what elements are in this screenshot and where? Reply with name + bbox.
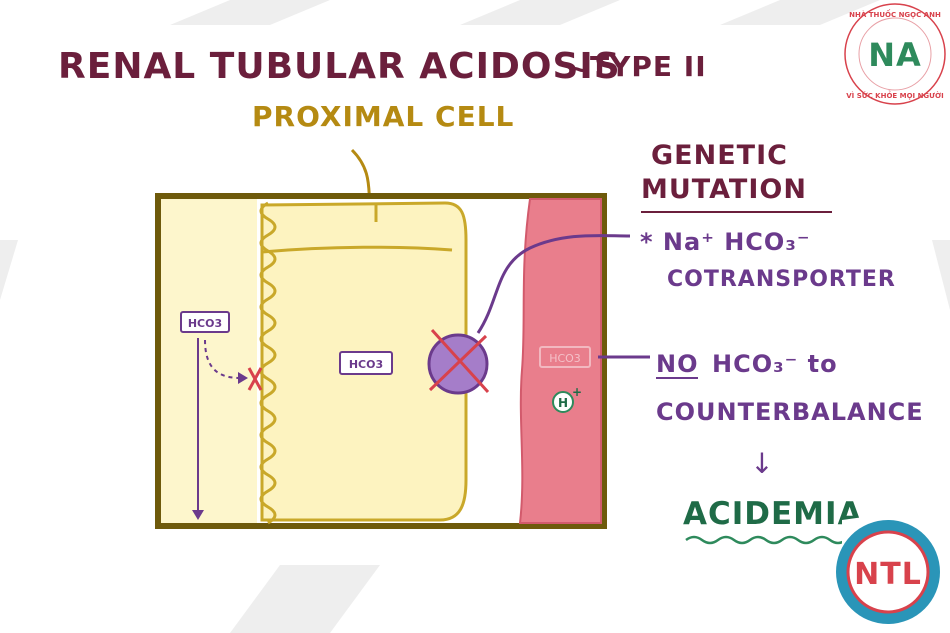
- genetic-header-line1: GENETIC: [651, 140, 788, 171]
- hydrogen-ion-label: H: [558, 396, 568, 410]
- blocked-arrowhead: [238, 372, 248, 384]
- cotransporter-x-mark: [428, 328, 490, 394]
- cotransporter-line2: COTRANSPORTER: [667, 267, 896, 292]
- hydrogen-ion-charge: +: [572, 385, 582, 399]
- logo-bottom-text: VÌ SỨC KHỎE MỌI NGƯỜI: [846, 90, 944, 100]
- logo-top-text: NHÀ THUỐC NGỌC ANH: [849, 9, 941, 19]
- cell-bicarb-box: [339, 351, 393, 375]
- brush-border: [259, 201, 277, 525]
- blocked-x-mark: [247, 367, 263, 391]
- blood-vessel: [518, 198, 602, 524]
- mutation-pointer-line: [476, 234, 631, 334]
- acidemia-squiggle: [685, 535, 847, 545]
- diagram-subtitle: TYPE II: [590, 50, 707, 83]
- down-arrow: ↓: [750, 447, 773, 480]
- logo-letters: NA: [868, 36, 922, 74]
- acidemia-text: ACIDEMIA: [683, 496, 863, 532]
- genetic-header-line2: MUTATION: [641, 174, 807, 205]
- title-separator: ~: [567, 52, 591, 85]
- hydrogen-ion-circle: [552, 391, 574, 413]
- no-word: NO: [656, 350, 699, 378]
- counterbalance-text: COUNTERBALANCE: [656, 398, 924, 426]
- pharmacy-logo: NHÀ THUỐC NGỌC ANH NA VÌ SỨC KHỎE MỌI NG…: [844, 3, 946, 105]
- no-rest-text: HCO₃⁻ to: [712, 350, 838, 378]
- ntl-logo: NTL: [836, 505, 950, 633]
- cotransporter-line1: * Na⁺ HCO₃⁻: [640, 228, 811, 256]
- blood-bicarb-label: HCO3: [549, 352, 581, 365]
- lumen-bicarb-label: HCO3: [188, 317, 222, 330]
- diagram-title: RENAL TUBULAR ACIDOSIS: [58, 46, 621, 87]
- blood-bicarb-box: [539, 346, 591, 368]
- ntl-letters: NTL: [854, 557, 922, 592]
- cell-junction: [261, 245, 453, 254]
- lumen-area: [161, 199, 257, 523]
- lumen-excretion-arrowhead: [192, 510, 204, 520]
- cell-bicarb-label: HCO3: [349, 358, 383, 371]
- lumen-bicarb-box: [180, 311, 230, 333]
- cell-label: PROXIMAL CELL: [252, 100, 514, 133]
